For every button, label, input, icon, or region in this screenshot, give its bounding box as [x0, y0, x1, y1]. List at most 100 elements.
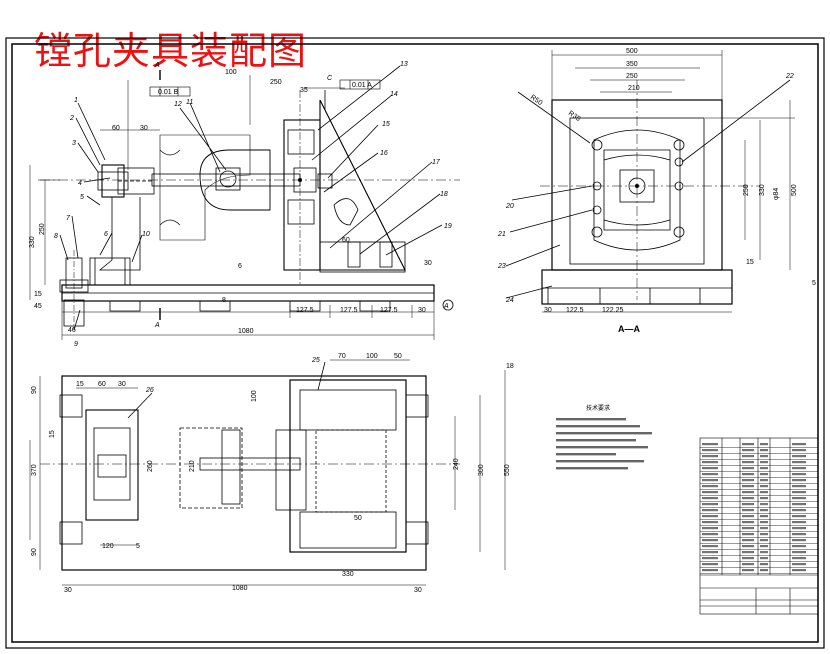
side-view-a-a: [505, 50, 795, 313]
plan-dim-60: 60: [98, 381, 106, 388]
plan-dim-left-370: 370: [31, 464, 38, 476]
dim-top-60: 60: [112, 125, 120, 132]
balloon-9: 9: [74, 341, 78, 348]
plan-dim-300: 300: [478, 464, 485, 476]
plan-view: [29, 359, 506, 586]
plan-dim-18: 18: [506, 363, 514, 370]
side-dim-250: 250: [626, 73, 638, 80]
balloon-11: 11: [186, 99, 193, 106]
dim-left-15: 15: [34, 291, 42, 298]
balloon-12: 12: [174, 101, 182, 108]
dim-left-330: 330: [29, 236, 36, 248]
inner-border: [11, 43, 819, 643]
dim-misc-60: 60: [342, 237, 350, 244]
side-dim-350: 350: [626, 61, 638, 68]
plan-dim-120: 120: [102, 543, 114, 550]
dim-misc-6: 6: [238, 263, 242, 270]
plan-dim-left-90-a: 90: [31, 386, 38, 394]
balloon-15: 15: [382, 121, 390, 128]
side-dim-bottom-122-25: 122.25: [602, 307, 624, 314]
plan-dim-50: 50: [394, 353, 402, 360]
balloon-1: 1: [74, 97, 78, 104]
side-dim-r35: R35: [567, 110, 582, 123]
front-view: [29, 65, 460, 340]
dim-bottom-30: 30: [418, 307, 426, 314]
balloon-2: 2: [69, 115, 74, 122]
side-dim-right-phi84: φ84: [773, 188, 780, 200]
labels: 60 30 100 250 35 250 330 45 15 46 127.5 …: [29, 48, 816, 594]
balloon-21: 21: [497, 231, 506, 238]
section-label-a-a: A—A: [618, 324, 640, 334]
plan-dim-330: 330: [342, 571, 354, 578]
plan-dim-bottom-30-a: 30: [64, 587, 72, 594]
plan-dim-30: 30: [118, 381, 126, 388]
plan-dim-550: 550: [504, 464, 511, 476]
balloon-19: 19: [444, 223, 452, 230]
dim-left-46: 46: [68, 327, 76, 334]
dim-left-45: 45: [34, 303, 42, 310]
plan-dim-inner-50: 50: [354, 515, 362, 522]
side-dim-right-330: 330: [759, 184, 766, 196]
plan-dim-100: 100: [366, 353, 378, 360]
plan-dim-5: 5: [136, 543, 140, 550]
dim-misc-8: 8: [222, 297, 226, 304]
side-dim-right-500: 500: [791, 184, 798, 196]
plan-dim-inner-100: 100: [251, 390, 258, 402]
plan-dim-260: 260: [147, 460, 154, 472]
side-dim-right-250: 250: [743, 184, 750, 196]
tolerance-frame-a: 0.01 A: [352, 82, 372, 89]
tolerance-frame-b: 0.01 B: [158, 89, 179, 96]
balloon-16: 16: [380, 150, 388, 157]
plan-dim-210: 210: [189, 460, 196, 472]
dim-top-35: 35: [300, 87, 308, 94]
plan-dim-240: 240: [453, 458, 460, 470]
balloon-22: 22: [785, 73, 794, 80]
balloon-6: 6: [104, 231, 108, 238]
balloon-5: 5: [80, 194, 84, 201]
side-dim-bottom-30: 30: [544, 307, 552, 314]
title-block: [699, 437, 819, 615]
side-dim-bottom-15: 15: [746, 259, 754, 266]
plan-dim-70: 70: [338, 353, 346, 360]
balloon-20: 20: [505, 203, 514, 210]
balloon-26: 26: [145, 387, 154, 394]
plan-dim-1080: 1080: [232, 585, 248, 592]
plan-dim-left-15: 15: [49, 430, 56, 438]
balloon-4: 4: [78, 180, 82, 187]
dim-top-250: 250: [270, 79, 282, 86]
balloon-7: 7: [66, 215, 71, 222]
dim-top-30: 30: [140, 125, 148, 132]
side-dim-500: 500: [626, 48, 638, 55]
section-mark-a-top: A: [154, 62, 160, 69]
plan-dim-left-90-b: 90: [31, 548, 38, 556]
balloon-18: 18: [440, 191, 448, 198]
balloon-25: 25: [311, 357, 320, 364]
balloon-24: 24: [505, 297, 514, 304]
dim-top-100: 100: [225, 69, 237, 76]
technical-requirements-title: 技术要求: [586, 404, 610, 412]
side-dim-bottom-122-5: 122.5: [566, 307, 584, 314]
dim-misc-30: 30: [424, 260, 432, 267]
dim-bottom-127-5-b: 127.5: [340, 307, 358, 314]
side-dim-bottom-5: 5: [812, 280, 816, 287]
balloon-8: 8: [54, 233, 58, 240]
dim-left-250: 250: [39, 223, 46, 235]
plan-dim-bottom-30-b: 30: [414, 587, 422, 594]
section-mark-a-bottom: A: [154, 322, 160, 329]
dim-bottom-127-5-c: 127.5: [380, 307, 398, 314]
balloon-17: 17: [432, 159, 441, 166]
datum-a: A: [443, 303, 449, 310]
balloon-10: 10: [142, 231, 150, 238]
balloon-3: 3: [72, 140, 76, 147]
balloon-14: 14: [390, 91, 398, 98]
balloon-13: 13: [400, 61, 408, 68]
balloon-23: 23: [497, 263, 506, 270]
plan-dim-15: 15: [76, 381, 84, 388]
side-dim-210: 210: [628, 85, 640, 92]
dim-bottom-1080: 1080: [238, 328, 254, 335]
datum-c: C: [327, 75, 333, 82]
dim-bottom-127-5-a: 127.5: [296, 307, 314, 314]
outer-border: [5, 37, 825, 649]
